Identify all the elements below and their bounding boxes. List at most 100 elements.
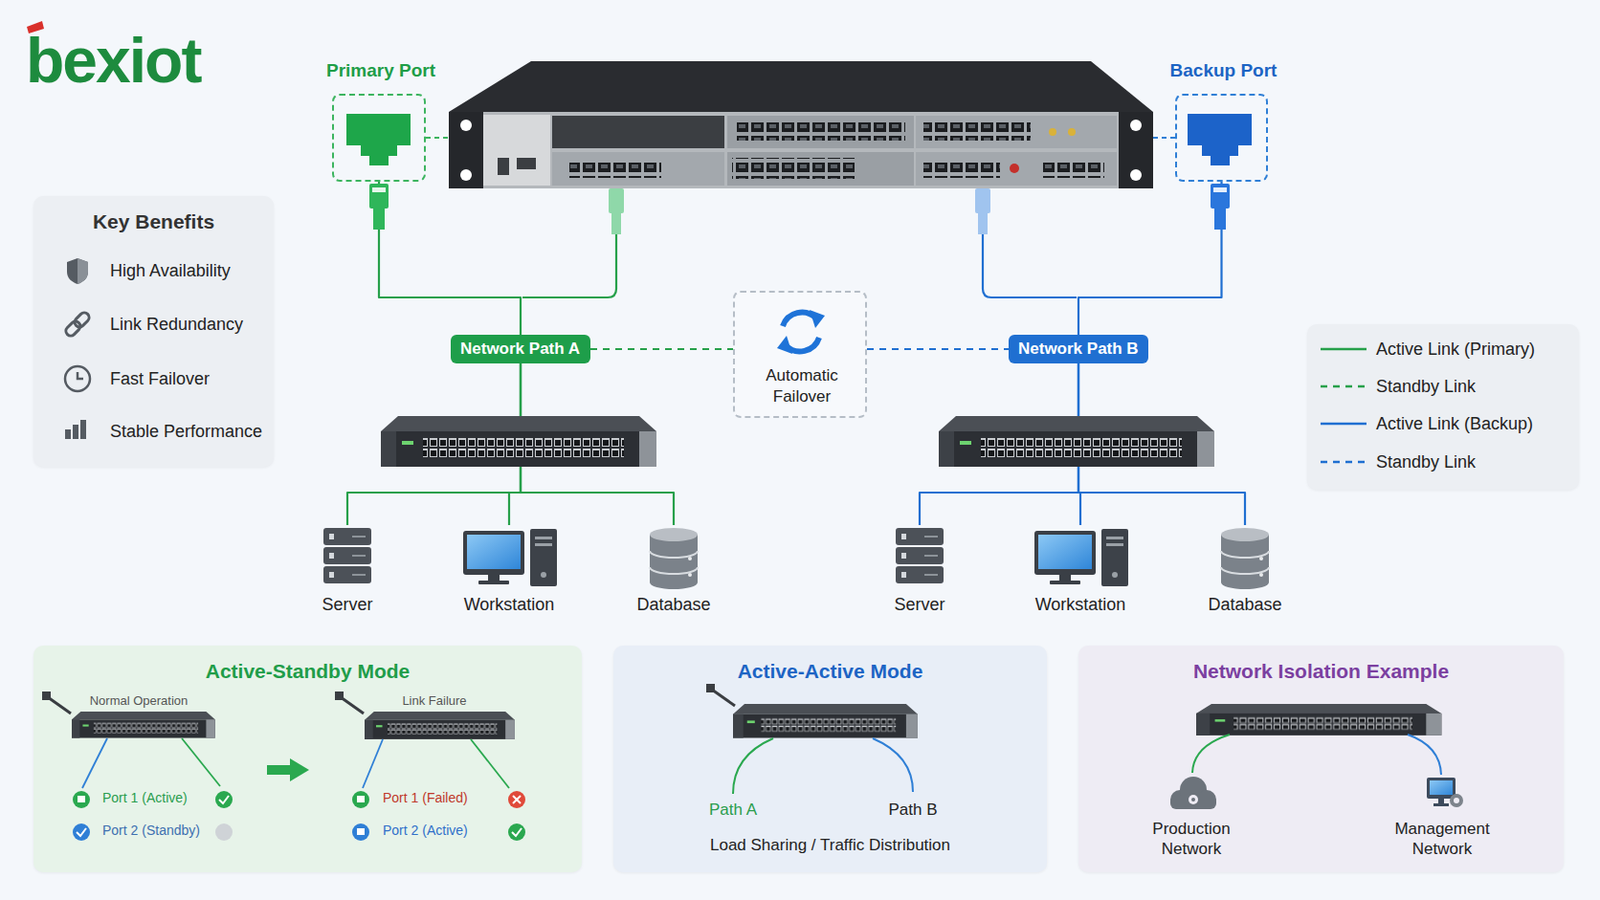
- benefit-icons: [64, 311, 91, 338]
- appliance-cable: [611, 213, 622, 235]
- network-appliance: [497, 157, 510, 176]
- panel-heading: Network Isolation Example: [1078, 659, 1564, 685]
- benefit-icons: [77, 258, 89, 285]
- primary-port-icon: [346, 113, 411, 166]
- network-appliance: [1043, 158, 1105, 178]
- active-standby-art: [334, 691, 344, 701]
- link-line: [1078, 363, 1081, 526]
- link-line: [1078, 363, 1245, 526]
- active-standby-art: [266, 765, 292, 776]
- panel-heading: Active-Active Mode: [613, 659, 1047, 685]
- active-standby-art: [364, 711, 515, 740]
- isolation-art: [1196, 704, 1442, 736]
- port-status: Port 1 (Failed): [382, 790, 508, 808]
- logo-mark: [26, 21, 45, 34]
- legend-line: [1320, 385, 1367, 389]
- isolation-art: [1170, 704, 1464, 810]
- primary-port-icon: [369, 183, 389, 209]
- network-appliance: [1009, 163, 1020, 174]
- isolation-art: [1433, 803, 1449, 807]
- backup-port-icon: [1214, 208, 1226, 230]
- path-name: Network Path A: [460, 338, 580, 359]
- legend-item: Standby Link: [1320, 451, 1572, 473]
- legend-sample: [1320, 451, 1367, 473]
- legend-text: Standby Link: [1376, 376, 1476, 399]
- isolation-art: [1429, 780, 1453, 796]
- device-node: Server: [862, 525, 978, 623]
- network-appliance: [727, 152, 914, 186]
- path-name: Network Path B: [1018, 338, 1139, 359]
- isolation-art: [1453, 798, 1460, 804]
- port-box: Primary Port: [332, 93, 426, 182]
- device-icons: [1221, 528, 1269, 590]
- network-appliance: [1118, 111, 1154, 189]
- network-appliance: [569, 158, 662, 178]
- isolation-art: [1191, 798, 1196, 802]
- access-switch: [380, 416, 657, 467]
- legend-line: [1320, 461, 1367, 465]
- backup-port-icon: [1213, 187, 1227, 193]
- active-active-art: [733, 704, 918, 739]
- device-icons: [323, 528, 372, 584]
- active-standby-art: [215, 791, 233, 809]
- device-node: Workstation: [451, 525, 567, 623]
- isolation-art: [1197, 790, 1217, 810]
- active-active-art: [706, 684, 918, 795]
- failover-box: Automatic Failover: [733, 290, 867, 419]
- active-standby-art: [42, 691, 526, 842]
- network-appliance: [923, 158, 1000, 178]
- device-label: Database: [1187, 594, 1303, 617]
- benefit-item: Fast Failover: [110, 368, 271, 391]
- active-standby-art: [215, 823, 233, 842]
- appliance-cable: [608, 188, 624, 214]
- isolation-art: [1188, 795, 1199, 805]
- device-label: Server: [862, 594, 978, 617]
- primary-port-icon: [346, 113, 449, 230]
- legend-panel: Active Link (Primary)Standby LinkActive …: [1307, 324, 1579, 490]
- device-label: Workstation: [1022, 594, 1138, 617]
- active-standby-art: [352, 823, 370, 842]
- benefit-icons: [72, 424, 79, 440]
- device-label: Database: [616, 594, 732, 617]
- benefit-icons: [65, 366, 90, 392]
- benefit-item: Stable Performance: [110, 421, 271, 444]
- legend-text: Active Link (Primary): [1376, 338, 1535, 361]
- active-standby-art: [508, 791, 526, 809]
- access-switch: [938, 416, 1215, 467]
- appliance-cable: [977, 213, 988, 235]
- benefit-item: High Availability: [110, 260, 271, 283]
- panel-heading: Key Benefits: [33, 209, 274, 235]
- active-active-art: [872, 738, 913, 793]
- network-appliance: [1130, 119, 1142, 132]
- active-standby-art: [76, 828, 87, 837]
- benefits-panel: Key BenefitsHigh AvailabilityLink Redund…: [33, 196, 274, 467]
- failover-icon: [777, 335, 793, 355]
- isolation-art: [1407, 734, 1442, 776]
- network-appliance: [460, 169, 472, 181]
- active-standby-art: [77, 796, 86, 803]
- legend-text: Active Link (Backup): [1376, 413, 1534, 436]
- link-line: [1078, 181, 1223, 335]
- legend-text: Standby Link: [1376, 451, 1476, 474]
- link-line: [919, 363, 1079, 526]
- active-active-art: [711, 689, 735, 707]
- network-appliance: [552, 115, 725, 149]
- legend-line: [1320, 348, 1367, 352]
- active-standby-art: [72, 791, 90, 809]
- legend-item: Standby Link: [1320, 376, 1572, 398]
- failover-icon: [785, 337, 820, 352]
- device-label: Server: [289, 594, 405, 617]
- benefit-item: Link Redundancy: [110, 313, 271, 336]
- link-line: [866, 348, 1009, 351]
- active-active-art: [706, 684, 715, 693]
- active-standby-art: [47, 697, 71, 714]
- appliance-cable: [982, 234, 1077, 298]
- isolation-art: [1179, 777, 1207, 804]
- primary-port-icon: [425, 136, 449, 139]
- link-line: [590, 348, 734, 351]
- isolation-art: [1438, 799, 1445, 804]
- active-standby-art: [356, 796, 365, 803]
- benefit-icons: [65, 420, 87, 440]
